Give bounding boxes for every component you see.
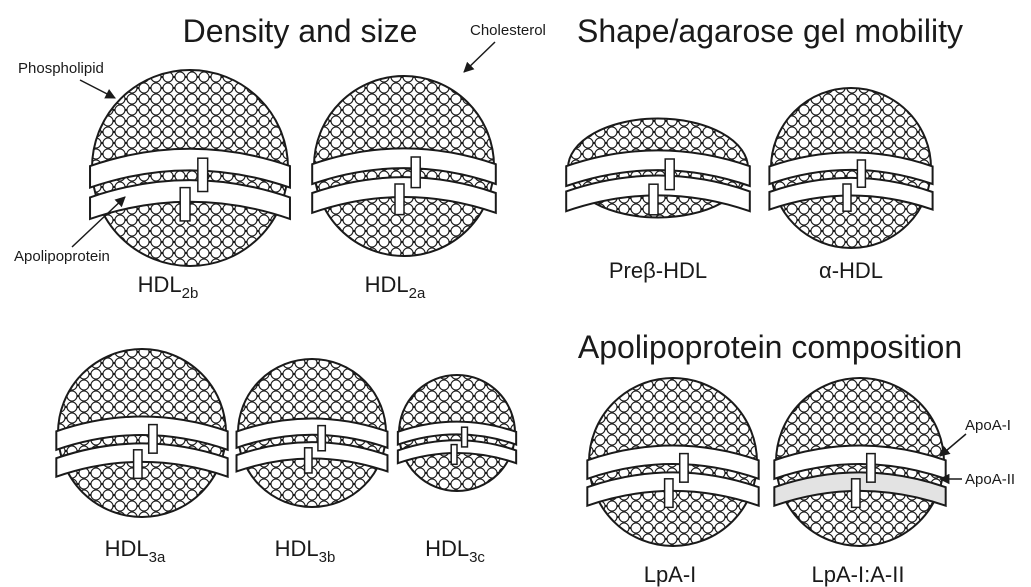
band-joint bbox=[857, 160, 865, 187]
band-joint bbox=[451, 445, 457, 465]
particle-hdl3c bbox=[398, 375, 516, 491]
band-joint bbox=[867, 454, 875, 483]
label-prebeta-hdl: Preβ-HDL bbox=[609, 258, 707, 283]
particle-lpa1-a2 bbox=[774, 378, 945, 546]
particle-group bbox=[56, 70, 945, 546]
band-joint bbox=[305, 448, 312, 473]
label-alpha-hdl: α-HDL bbox=[819, 258, 883, 283]
particle-hdl3b bbox=[237, 359, 388, 507]
label-hdl2a: HDL2a bbox=[365, 272, 426, 302]
apoa1-annotation: ApoA-I bbox=[965, 417, 1011, 434]
shape-title: Shape/agarose gel mobility bbox=[577, 13, 963, 49]
label-hdl3c: HDL3c bbox=[425, 536, 485, 566]
particle-alpha-hdl bbox=[769, 88, 932, 248]
apolipoprotein-annotation: Apolipoprotein bbox=[14, 248, 110, 265]
apoa1-arrow bbox=[940, 434, 966, 456]
cholesterol-arrow bbox=[464, 42, 495, 72]
particle-hdl2a bbox=[312, 76, 496, 256]
band-joint bbox=[395, 184, 404, 215]
apoa2-annotation: ApoA-II bbox=[965, 471, 1015, 488]
band-joint bbox=[180, 188, 190, 221]
label-hdl2b: HDL2b bbox=[138, 272, 199, 302]
particle-prebeta-hdl bbox=[566, 119, 750, 218]
particle-hdl3a bbox=[56, 349, 227, 517]
particle-hdl2b bbox=[90, 70, 290, 266]
band-joint bbox=[680, 454, 688, 483]
band-joint bbox=[665, 479, 673, 508]
band-joint bbox=[665, 159, 674, 190]
label-hdl3b: HDL3b bbox=[275, 536, 336, 566]
density-title: Density and size bbox=[183, 13, 418, 49]
band-joint bbox=[318, 426, 325, 451]
particle-lpa1 bbox=[587, 378, 758, 546]
band-joint bbox=[411, 157, 420, 188]
phospholipid-annotation: Phospholipid bbox=[18, 60, 104, 77]
label-lpa1: LpA-I bbox=[644, 562, 697, 587]
apolipoprotein-title: Apolipoprotein composition bbox=[578, 329, 962, 365]
band-joint bbox=[843, 184, 851, 211]
band-joint bbox=[649, 184, 658, 215]
label-lpa1-a2: LpA-I:A-II bbox=[812, 562, 905, 587]
band-joint bbox=[198, 158, 208, 191]
band-joint bbox=[149, 425, 157, 454]
band-joint bbox=[134, 450, 142, 479]
label-hdl3a: HDL3a bbox=[105, 536, 166, 566]
phospholipid-arrow bbox=[80, 80, 115, 98]
band-joint bbox=[852, 479, 860, 508]
cholesterol-annotation: Cholesterol bbox=[470, 22, 546, 39]
band-joint bbox=[462, 427, 468, 447]
